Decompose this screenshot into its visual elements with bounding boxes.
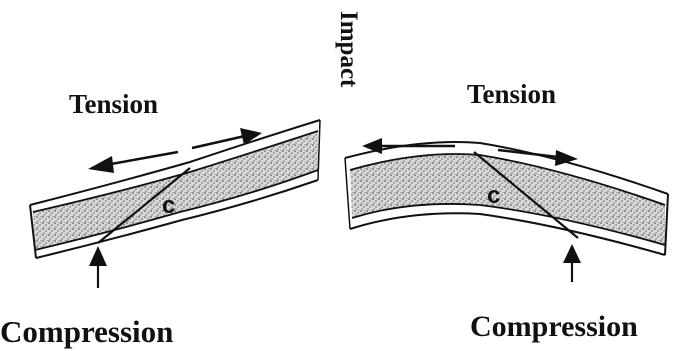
left-bone-core <box>33 131 318 250</box>
right-bone-left-end <box>345 158 350 229</box>
tension-label-right: Tension <box>467 81 556 108</box>
right-tension-arrow-right <box>498 150 558 157</box>
left-bone-right-end <box>318 120 320 180</box>
impact-label: Impact <box>336 11 361 87</box>
compression-label-left: Compression <box>0 316 173 347</box>
right-compression-arrow <box>563 244 581 282</box>
impact-label-wrapper: Impact <box>333 11 361 129</box>
left-bone-fragment <box>30 120 320 258</box>
right-crack-label: c <box>487 182 500 209</box>
right-bone-right-end <box>665 194 668 255</box>
left-compression-arrowhead <box>89 246 107 266</box>
right-compression-arrowhead <box>563 244 581 263</box>
right-bone-fragment <box>345 142 668 255</box>
left-compression-arrow <box>89 246 107 288</box>
compression-label-right: Compression <box>470 312 638 342</box>
tension-label-left: Tension <box>69 91 158 118</box>
left-tension-arrowhead-left <box>88 156 114 173</box>
left-crack-label: c <box>162 192 175 219</box>
